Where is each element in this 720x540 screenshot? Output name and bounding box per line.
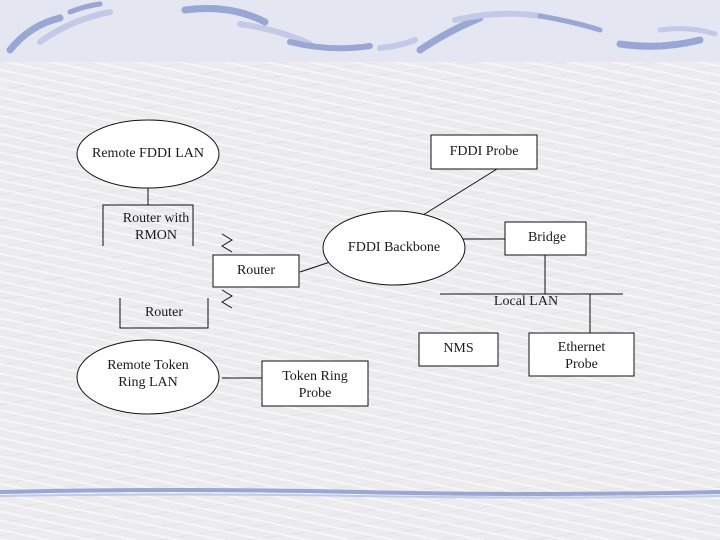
- token-ring-probe-label-line1: Token Ring: [282, 369, 348, 384]
- nms-label: NMS: [443, 341, 474, 356]
- decorative-header-swooshes: [0, 0, 720, 62]
- fddi-probe-label: FDDI Probe: [449, 144, 519, 159]
- remote-fddi-lan-node: [76, 119, 220, 189]
- ethernet-probe-node: [528, 332, 635, 377]
- wan-link-zigzag-upper: [221, 233, 233, 253]
- router-with-rmon-node: [102, 204, 194, 246]
- fddi-backbone-label: FDDI Backbone: [347, 240, 441, 255]
- ethernet-probe-label-line1: Ethernet: [557, 340, 606, 355]
- remote-token-ring-label-line2: Ring LAN: [118, 375, 178, 390]
- token-ring-probe-node: [261, 360, 369, 407]
- fddi-backbone-node: [322, 210, 466, 286]
- router-lower-label: Router: [144, 305, 184, 320]
- remote-fddi-lan-label: Remote FDDI LAN: [92, 146, 204, 161]
- decorative-footer-line: [0, 488, 720, 499]
- router-with-rmon-label-line2: RMON: [134, 228, 177, 243]
- remote-token-ring-lan-node: [76, 339, 220, 415]
- ethernet-probe-label-line2: Probe: [565, 357, 598, 372]
- router-lower-node: [119, 298, 209, 329]
- router-middle-label: Router: [236, 263, 276, 278]
- link-backbone-router: [299, 261, 331, 273]
- token-ring-probe-label-line2: Probe: [298, 386, 332, 401]
- router-with-rmon-label-line1: Router with: [122, 211, 190, 226]
- bridge-node: [504, 221, 587, 256]
- bridge-label: Bridge: [527, 230, 567, 245]
- local-lan-label: Local LAN: [493, 294, 559, 309]
- nms-node: [418, 332, 499, 367]
- wan-link-zigzag-lower: [221, 289, 233, 309]
- router-middle-node: [212, 254, 300, 288]
- link-fddi-probe-backbone: [422, 168, 498, 216]
- fddi-probe-node: [430, 134, 538, 170]
- remote-token-ring-label-line1: Remote Token: [107, 358, 189, 373]
